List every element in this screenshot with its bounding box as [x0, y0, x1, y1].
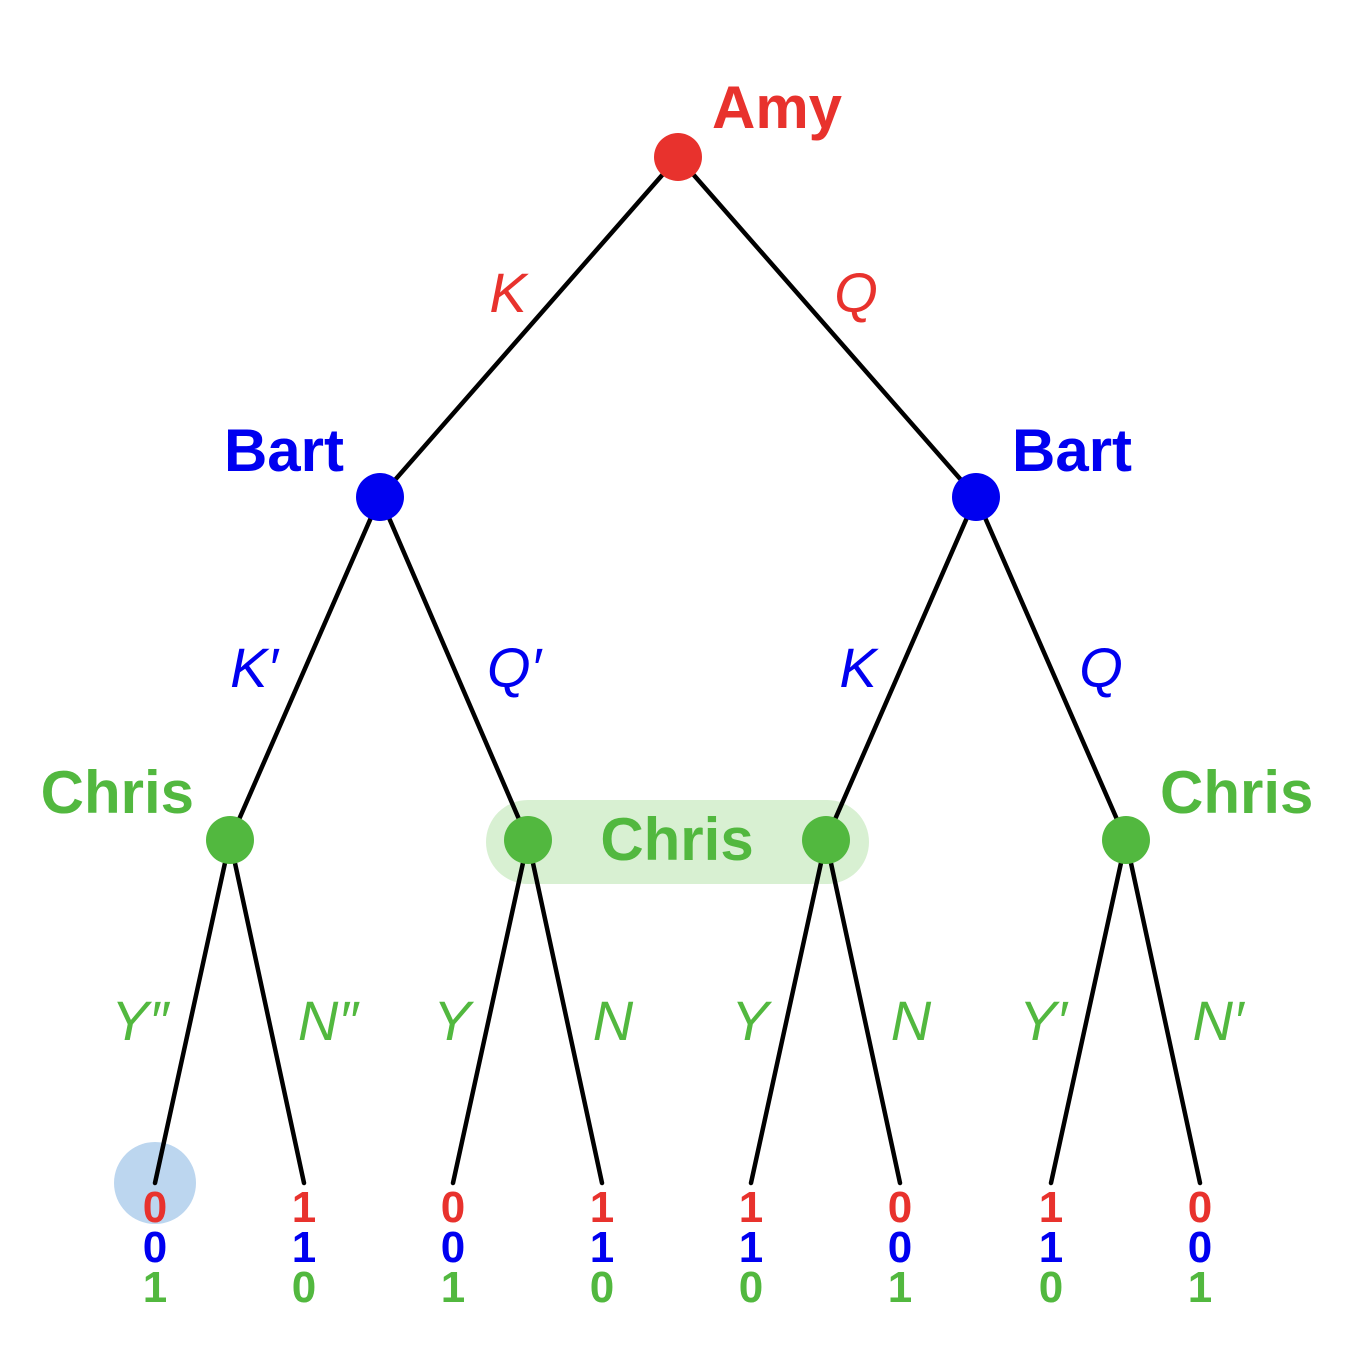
payoffs: 0 0 1 1 1 0 0 0 1 1 1 0 1 1 0 0 0 1 [143, 1183, 1212, 1312]
edge-bart-right-q [973, 494, 1129, 843]
edge-chris-1-y [152, 837, 233, 1186]
payoff-leaf-3: 0 0 1 [441, 1183, 465, 1312]
node-amy [654, 133, 702, 181]
action-label-amy-k: K [489, 261, 529, 324]
payoff-bart: 0 [888, 1223, 912, 1272]
edge-chris-3-y [748, 837, 829, 1186]
payoff-bart: 0 [1188, 1223, 1212, 1272]
action-label-chris-4-n: N′ [1193, 989, 1246, 1052]
payoff-amy: 1 [1039, 1183, 1063, 1232]
edge-bart-left-k-prime [227, 494, 383, 843]
payoff-bart: 0 [143, 1223, 167, 1272]
edge-bart-right-k [823, 494, 979, 843]
edge-chris-2-n [525, 837, 605, 1186]
payoff-chris: 0 [292, 1263, 316, 1312]
action-label-chris-2-n: N [593, 989, 634, 1052]
node-bart-right [952, 473, 1000, 521]
payoff-chris: 1 [143, 1263, 167, 1312]
payoff-leaf-6: 0 0 1 [888, 1183, 912, 1312]
payoff-chris: 1 [441, 1263, 465, 1312]
edge-chris-4-y [1048, 837, 1129, 1186]
payoff-amy: 0 [888, 1183, 912, 1232]
action-label-chris-3-y: Y [731, 989, 772, 1052]
payoff-leaf-7: 1 1 0 [1039, 1183, 1063, 1312]
payoff-amy: 0 [1188, 1183, 1212, 1232]
player-label-chris-info-set: Chris [600, 806, 753, 873]
payoff-chris: 0 [739, 1263, 763, 1312]
payoff-bart: 1 [292, 1223, 316, 1272]
action-label-chris-4-y: Y′ [1019, 989, 1069, 1052]
node-bart-left [356, 473, 404, 521]
action-label-chris-3-n: N [891, 989, 932, 1052]
node-chris-1 [206, 816, 254, 864]
payoff-amy: 1 [590, 1183, 614, 1232]
edge-bart-left-q-prime [377, 494, 531, 843]
payoff-leaf-4: 1 1 0 [590, 1183, 614, 1312]
payoff-leaf-5: 1 1 0 [739, 1183, 763, 1312]
payoff-chris: 1 [1188, 1263, 1212, 1312]
player-label-chris-1: Chris [41, 759, 194, 826]
payoff-leaf-1: 0 0 1 [143, 1183, 167, 1312]
payoff-bart: 1 [739, 1223, 763, 1272]
player-labels: Amy Bart Bart Chris Chris Chris [41, 74, 1314, 873]
player-label-bart-left: Bart [224, 417, 344, 484]
edge-chris-4-n [1123, 837, 1203, 1186]
action-label-chris-1-n: N″ [298, 989, 360, 1052]
payoff-chris: 0 [590, 1263, 614, 1312]
action-label-amy-q: Q [834, 261, 878, 324]
edge-chris-2-y [450, 837, 531, 1186]
edge-chris-1-n [227, 837, 307, 1186]
node-chris-4 [1102, 816, 1150, 864]
payoff-leaf-8: 0 0 1 [1188, 1183, 1212, 1312]
edge-chris-3-n [823, 837, 903, 1186]
action-labels: K Q K′ Q′ K Q Y″ N″ Y N Y N Y′ N′ [111, 261, 1246, 1052]
player-label-bart-right: Bart [1012, 417, 1132, 484]
payoff-amy: 1 [292, 1183, 316, 1232]
action-label-bart-left-k-prime: K′ [230, 636, 280, 699]
payoff-chris: 1 [888, 1263, 912, 1312]
payoff-amy: 1 [739, 1183, 763, 1232]
payoff-bart: 1 [1039, 1223, 1063, 1272]
action-label-bart-right-k: K [839, 636, 879, 699]
player-label-chris-4: Chris [1160, 759, 1313, 826]
action-label-chris-2-y: Y [433, 989, 474, 1052]
payoff-amy: 0 [441, 1183, 465, 1232]
node-chris-2 [504, 816, 552, 864]
payoff-chris: 0 [1039, 1263, 1063, 1312]
action-label-bart-left-q-prime: Q′ [487, 636, 544, 699]
edge-amy-k [377, 154, 681, 500]
tree-edges [152, 154, 1203, 1186]
payoff-bart: 0 [441, 1223, 465, 1272]
payoff-amy: 0 [143, 1183, 167, 1232]
payoff-bart: 1 [590, 1223, 614, 1272]
action-label-bart-right-q: Q [1079, 636, 1123, 699]
tree-nodes [206, 133, 1150, 864]
chris-information-set [486, 800, 869, 884]
node-chris-3 [802, 816, 850, 864]
player-label-amy: Amy [712, 74, 843, 141]
edge-amy-q [675, 154, 979, 500]
action-label-chris-1-y: Y″ [111, 989, 170, 1052]
payoff-leaf-2: 1 1 0 [292, 1183, 316, 1312]
